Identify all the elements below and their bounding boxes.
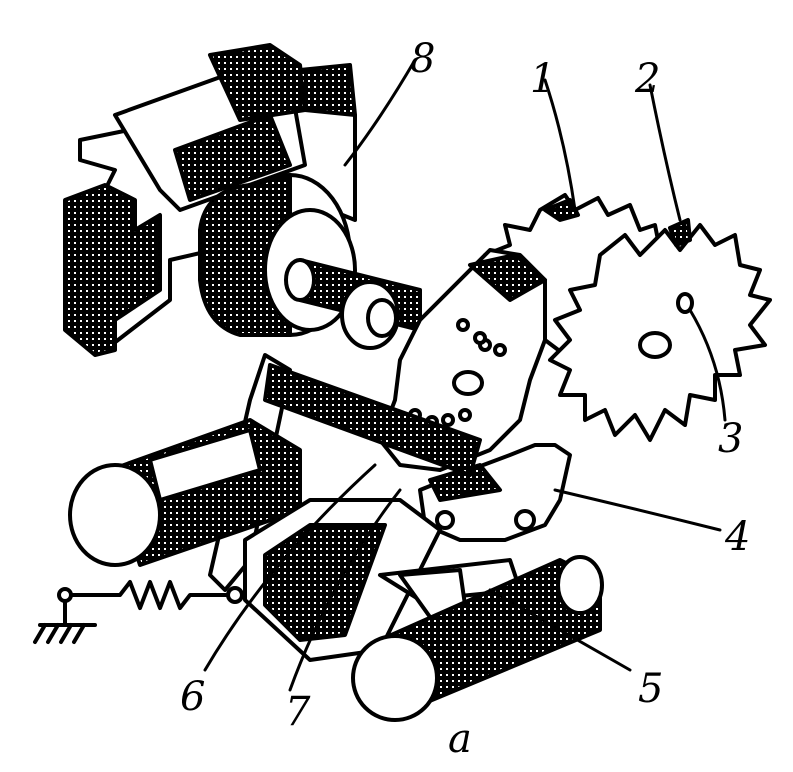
label-1: 1 xyxy=(530,56,555,102)
left-roller xyxy=(68,418,302,567)
electromagnet xyxy=(63,43,422,357)
leader-7 xyxy=(288,488,402,692)
leader-5 xyxy=(488,588,632,672)
label-7: 7 xyxy=(285,689,311,735)
label-2: 2 xyxy=(634,56,660,102)
part-labels: 8 1 2 3 4 5 6 7 a xyxy=(180,36,750,762)
label-5: 5 xyxy=(638,666,663,712)
leader-2 xyxy=(648,83,682,222)
return-spring xyxy=(33,580,244,644)
leader-3 xyxy=(688,308,727,422)
leader-4 xyxy=(553,488,722,532)
label-6: 6 xyxy=(180,674,205,720)
figure-caption: a xyxy=(448,716,472,762)
ratchet-wheel-2 xyxy=(548,218,772,442)
leader-6 xyxy=(203,463,377,672)
label-8: 8 xyxy=(410,36,435,82)
pawl-plate xyxy=(378,248,547,472)
leader-8 xyxy=(343,58,417,167)
label-3: 3 xyxy=(718,416,743,462)
leader-1 xyxy=(543,78,577,212)
leader-lines xyxy=(203,58,727,692)
right-roller xyxy=(351,555,604,722)
lever-arm xyxy=(418,443,572,542)
label-4: 4 xyxy=(724,514,750,560)
